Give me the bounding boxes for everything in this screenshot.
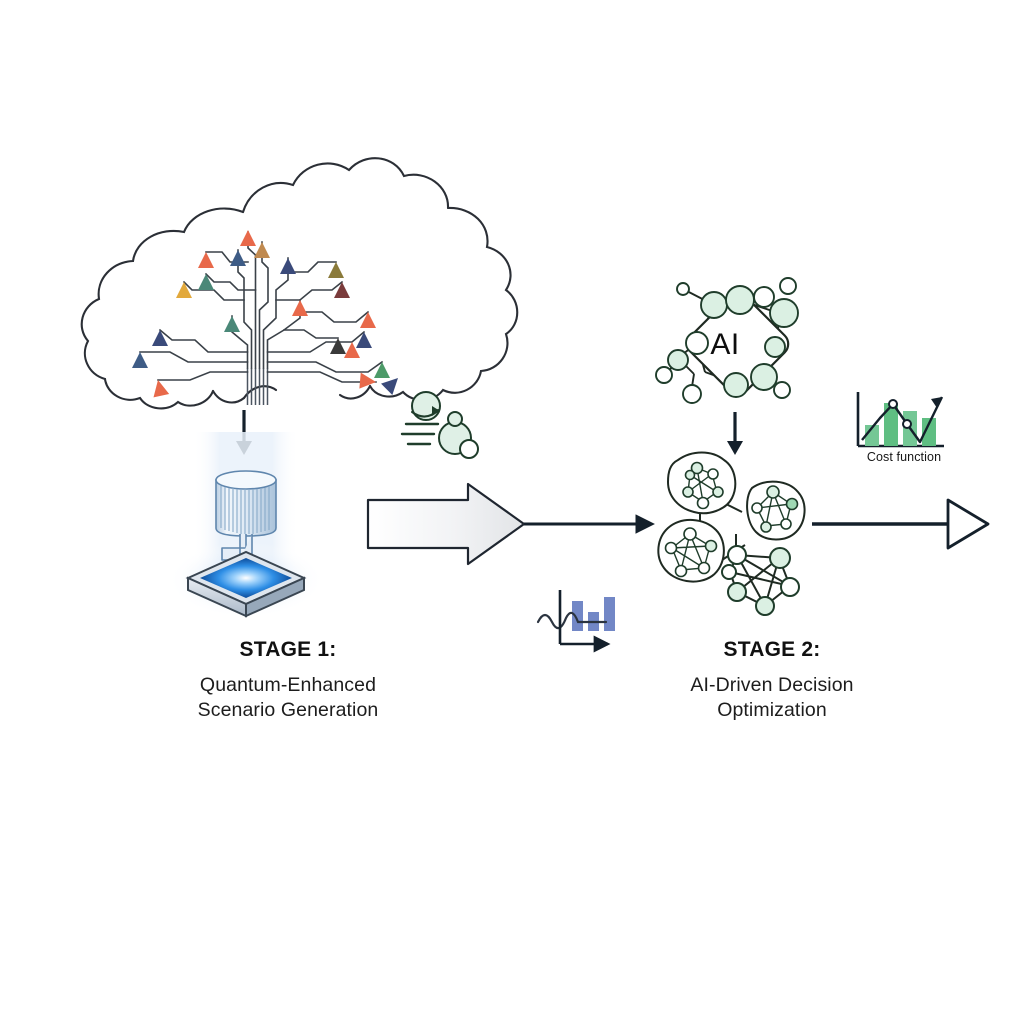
data-transfer-icon — [400, 391, 479, 459]
downward-arrow-stage2-icon — [727, 412, 743, 455]
cluster-blob-1 — [666, 451, 737, 515]
stage-1-subtitle-line-2: Scenario Generation — [197, 699, 379, 722]
ai-network-nodes — [655, 277, 799, 404]
cluster-blob-2 — [746, 480, 806, 541]
brain-scenario-tree-icon — [80, 157, 519, 410]
cost-function-chart — [856, 392, 944, 448]
mini-bar-chart-icon — [536, 590, 615, 653]
stage-2-subtitle-line-1: AI-Driven Decision — [690, 673, 854, 696]
ai-network-icon — [655, 277, 799, 404]
flow-connector-block-arrow — [366, 482, 526, 566]
graph-clusters-icon — [657, 451, 806, 616]
scenario-arrowheads — [132, 230, 398, 398]
cluster-blob-3 — [657, 519, 725, 583]
stage-1-title: STAGE 1: — [239, 638, 337, 661]
cost-function-caption: Cost function — [866, 450, 942, 464]
ai-node-label: AI — [710, 328, 740, 361]
stage-1-subtitle-line-1: Quantum-Enhanced — [199, 673, 377, 696]
stage-1-label: STAGE 1: Quantum-Enhanced Scenario Gener… — [108, 636, 468, 724]
flow-connector-outline-arrow — [812, 498, 990, 550]
stage-2-label: STAGE 2: AI-Driven Decision Optimization — [592, 636, 952, 724]
cluster-graph-4 — [721, 545, 800, 616]
stage-2-subtitle-line-2: Optimization — [717, 699, 827, 722]
stage-2-title: STAGE 2: — [723, 638, 821, 661]
quantum-computer-icon — [168, 432, 324, 618]
